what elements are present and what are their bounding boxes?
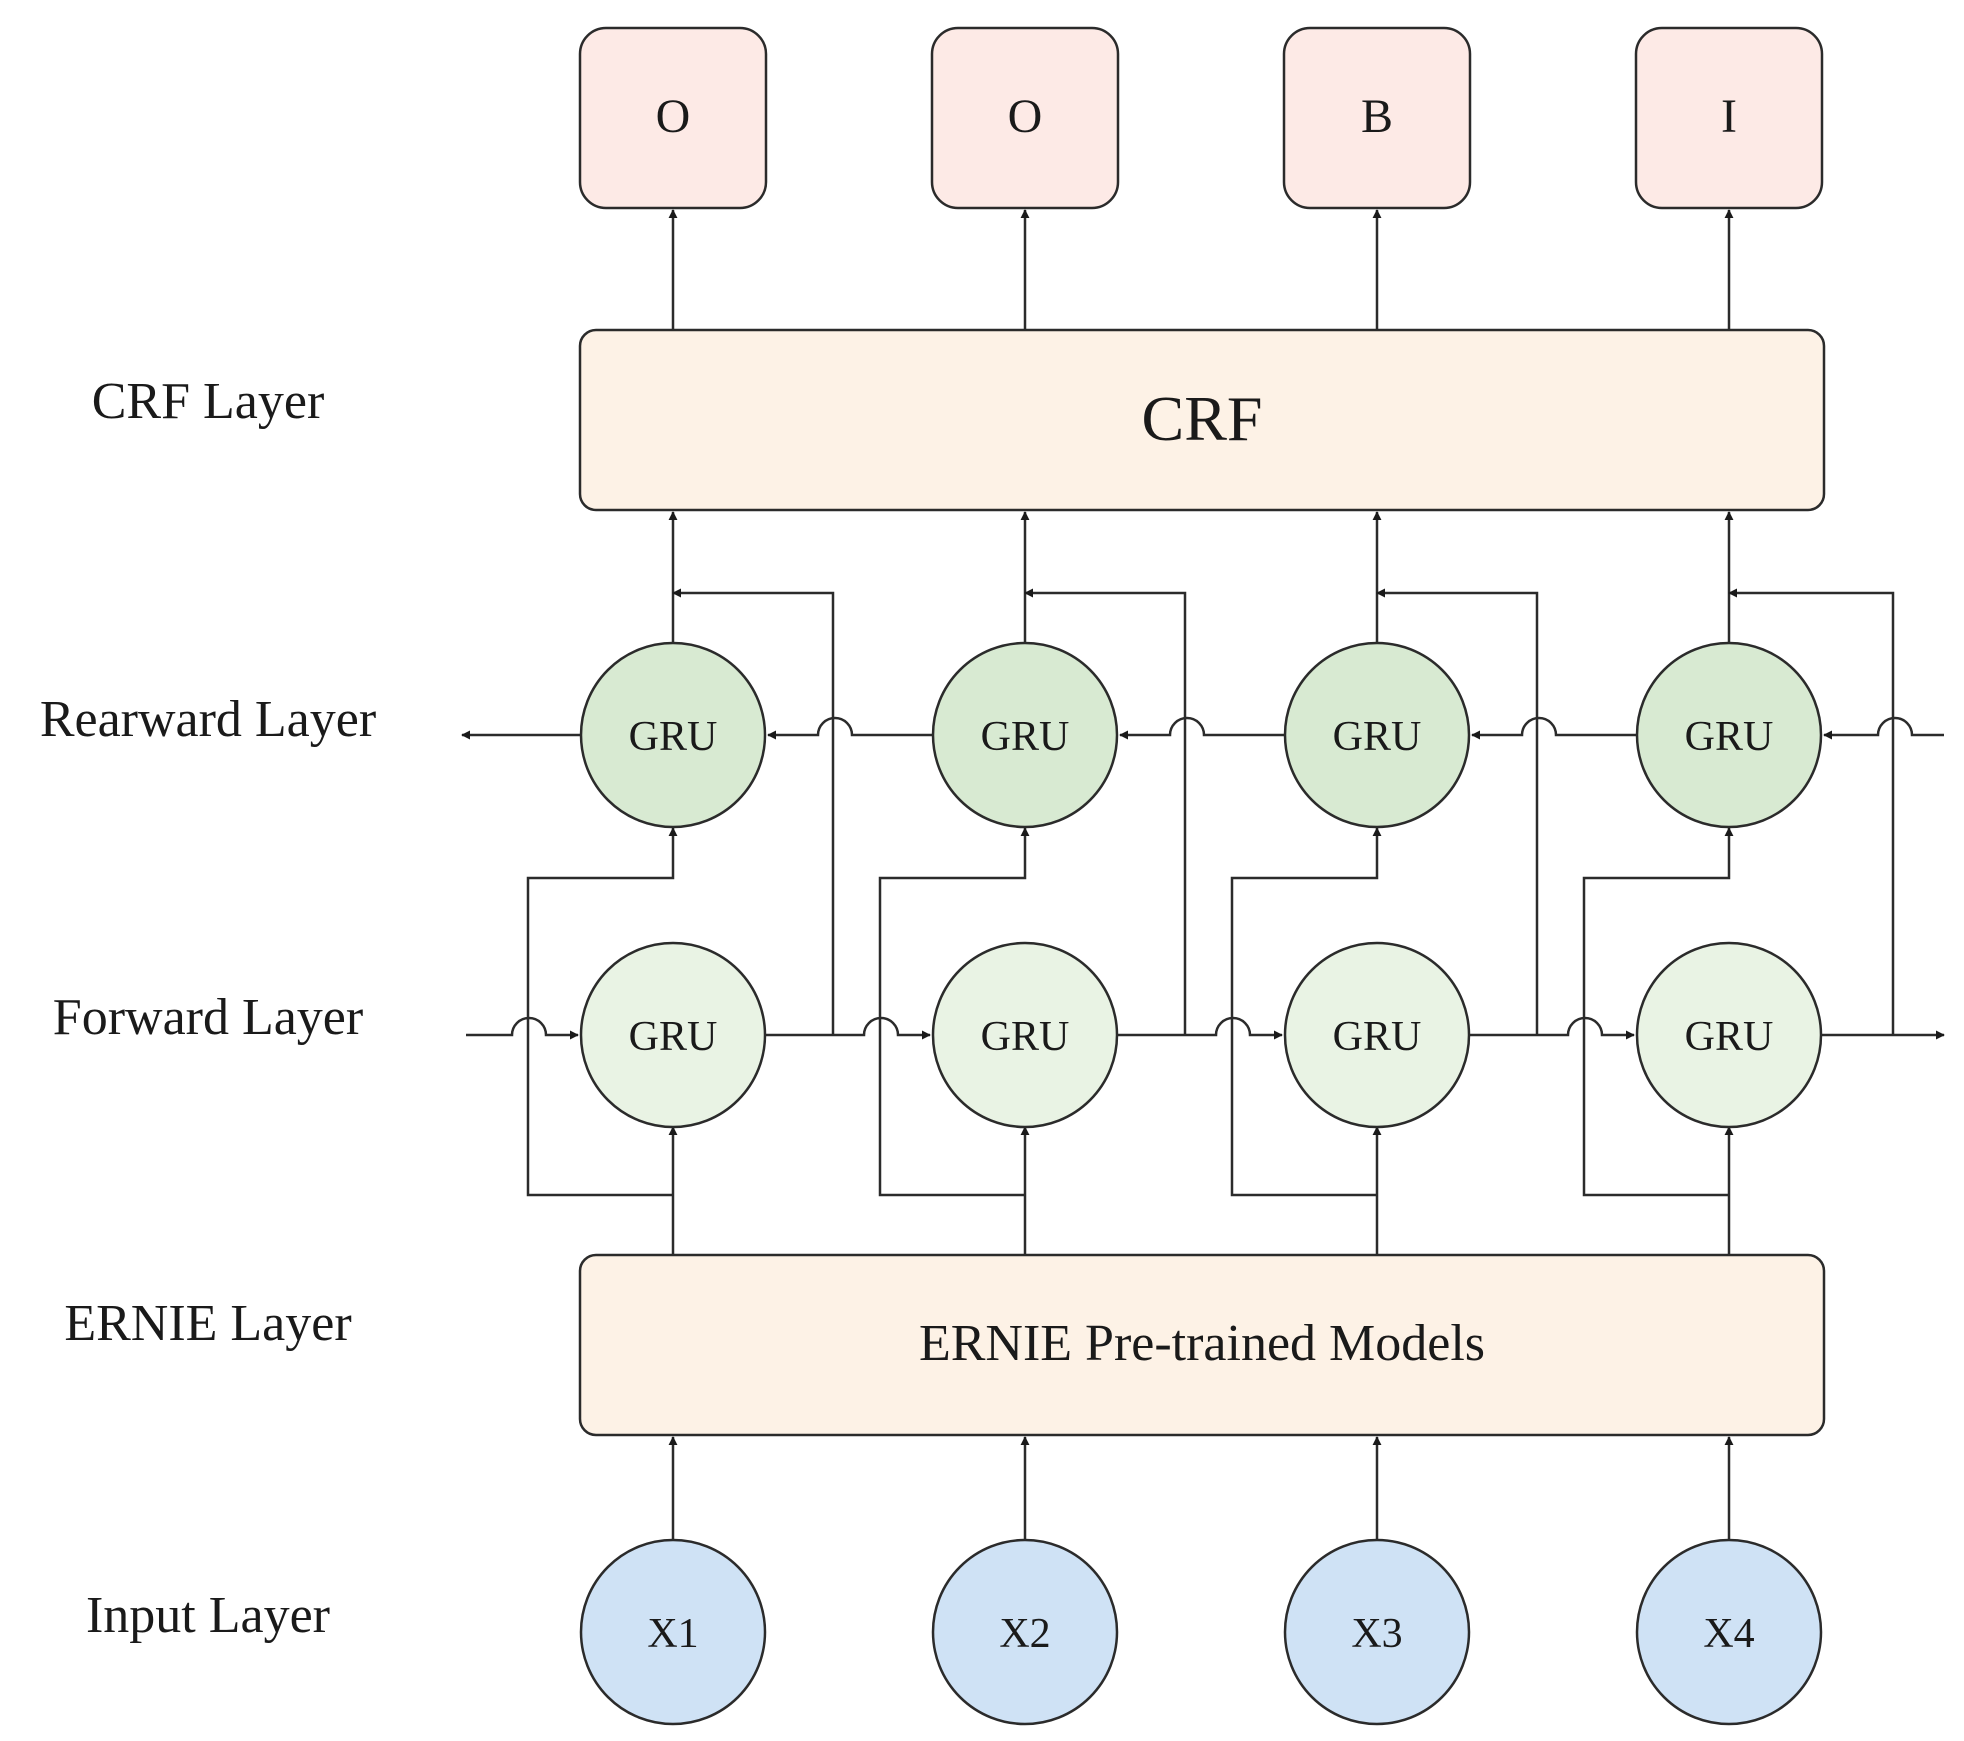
rearward-gru-node: GRU (1635, 641, 1823, 829)
output-tag: O (578, 26, 768, 210)
input-node: X1 (579, 1538, 767, 1726)
input-node: X2 (931, 1538, 1119, 1726)
gru-to-crf-arrows (668, 511, 1895, 1035)
svg-text:X1: X1 (647, 1611, 698, 1657)
ernie-layer-label: ERNIE Layer (64, 1295, 351, 1352)
input-layer-label: Input Layer (86, 1587, 330, 1644)
crf-layer-label: CRF Layer (92, 373, 325, 430)
svg-text:O: O (1008, 90, 1043, 143)
ernie-box-label: ERNIE Pre-trained Models (919, 1315, 1485, 1372)
rearward-layer-label: Rearward Layer (40, 691, 376, 748)
crf-box-label: CRF (1142, 383, 1263, 454)
forward-gru-node: GRU (931, 941, 1119, 1129)
svg-text:B: B (1361, 90, 1393, 143)
svg-text:I: I (1721, 90, 1737, 143)
ernie-to-gru-arrows (526, 827, 1734, 1255)
input-node: X4 (1635, 1538, 1823, 1726)
forward-gru-node: GRU (579, 941, 767, 1129)
output-tag: B (1282, 26, 1472, 210)
svg-text:GRU: GRU (1685, 714, 1774, 760)
svg-text:GRU: GRU (981, 714, 1070, 760)
input-to-ernie-arrows (668, 1436, 1734, 1540)
crf-box (578, 328, 1826, 512)
ernie-box (578, 1253, 1826, 1437)
svg-text:GRU: GRU (629, 714, 718, 760)
rearward-gru-node: GRU (931, 641, 1119, 829)
forward-gru-node: GRU (1283, 941, 1471, 1129)
input-node: X3 (1283, 1538, 1471, 1726)
crf-to-output-arrows (668, 209, 1734, 330)
rearward-gru-node: GRU (1283, 641, 1471, 829)
output-tag: O (930, 26, 1120, 210)
output-tag: I (1634, 26, 1824, 210)
svg-text:X3: X3 (1351, 1611, 1402, 1657)
svg-text:O: O (656, 90, 691, 143)
svg-text:GRU: GRU (629, 1014, 718, 1060)
svg-text:GRU: GRU (1333, 714, 1422, 760)
svg-text:X4: X4 (1703, 1611, 1754, 1657)
svg-text:GRU: GRU (1333, 1014, 1422, 1060)
rearward-gru-node: GRU (579, 641, 767, 829)
svg-text:GRU: GRU (981, 1014, 1070, 1060)
forward-layer-label: Forward Layer (53, 989, 363, 1046)
svg-text:X2: X2 (999, 1611, 1050, 1657)
svg-text:GRU: GRU (1685, 1014, 1774, 1060)
forward-gru-node: GRU (1635, 941, 1823, 1129)
rearward-connections (461, 716, 1944, 740)
